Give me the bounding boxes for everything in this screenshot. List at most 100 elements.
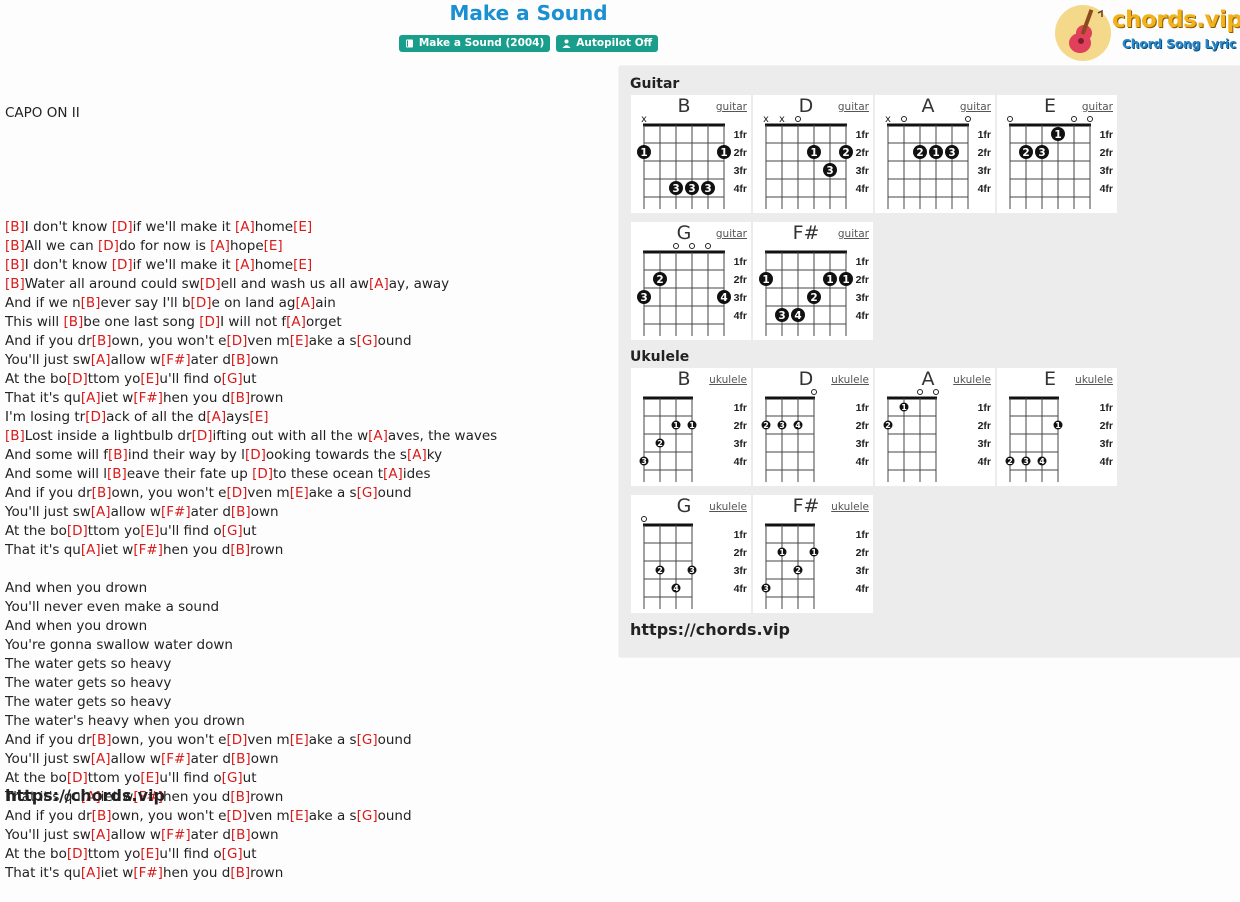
chord-link[interactable]: [D] <box>111 257 133 273</box>
instrument-link[interactable]: guitar <box>1081 101 1113 113</box>
chord-link[interactable]: [B] <box>230 789 251 805</box>
instrument-link[interactable]: ukulele <box>709 374 747 386</box>
chord-link[interactable]: [A] <box>90 827 111 843</box>
chord-link[interactable]: [A] <box>406 447 427 463</box>
chord-link[interactable]: [A] <box>286 314 306 330</box>
instrument-link[interactable]: ukulele <box>831 374 869 386</box>
chord-link[interactable]: [D] <box>66 371 88 387</box>
chord-link[interactable]: [F#] <box>160 504 191 520</box>
chord-link[interactable]: [D] <box>98 238 119 254</box>
chord-link[interactable]: [B] <box>230 504 251 520</box>
chord-link[interactable]: [B] <box>230 352 251 368</box>
chord-link[interactable]: [B] <box>80 295 101 311</box>
chord-link[interactable]: [A] <box>383 466 403 482</box>
chord-link[interactable]: [D] <box>66 770 88 786</box>
chord-link[interactable]: [E] <box>293 219 313 235</box>
chord-link[interactable]: [D] <box>226 485 248 501</box>
site-logo[interactable]: chords.vip Chord Song Lyric <box>1054 3 1240 63</box>
chord-link[interactable]: [F#] <box>133 865 163 881</box>
chord-link[interactable]: [B] <box>230 827 251 843</box>
chord-link[interactable]: [D] <box>191 428 213 444</box>
chord-link[interactable]: [B] <box>91 333 112 349</box>
site-url-panel[interactable]: https://chords.vip <box>630 620 790 639</box>
chord-link[interactable]: [E] <box>289 333 309 349</box>
chord-link[interactable]: [E] <box>263 238 283 254</box>
instrument-link[interactable]: ukulele <box>953 374 991 386</box>
chord-link[interactable]: [D] <box>199 276 221 292</box>
chord-link[interactable]: [G] <box>221 770 243 786</box>
chord-link[interactable]: [A] <box>235 257 255 273</box>
chord-link[interactable]: [B] <box>63 314 84 330</box>
chord-link[interactable]: [D] <box>190 295 212 311</box>
chord-link[interactable]: [B] <box>230 751 251 767</box>
chord-link[interactable]: [D] <box>66 846 88 862</box>
chord-link[interactable]: [F#] <box>133 542 163 558</box>
chord-link[interactable]: [D] <box>199 314 221 330</box>
chord-link[interactable]: [E] <box>249 409 269 425</box>
chord-link[interactable]: [D] <box>244 447 266 463</box>
chord-link[interactable]: [B] <box>5 238 25 254</box>
chord-link[interactable]: [F#] <box>160 751 191 767</box>
chord-link[interactable]: [E] <box>140 523 160 539</box>
site-url-footer[interactable]: https://chords.vip <box>5 786 165 805</box>
chord-link[interactable]: [D] <box>252 466 274 482</box>
autopilot-badge[interactable]: Autopilot Off <box>556 35 659 52</box>
chord-link[interactable]: [B] <box>5 276 25 292</box>
chord-link[interactable]: [E] <box>140 846 160 862</box>
chord-link[interactable]: [F#] <box>133 789 163 805</box>
chord-link[interactable]: [G] <box>356 333 378 349</box>
chord-link[interactable]: [A] <box>90 751 111 767</box>
chord-link[interactable]: [D] <box>226 333 248 349</box>
chord-link[interactable]: [G] <box>221 523 243 539</box>
instrument-link[interactable]: ukulele <box>831 501 869 513</box>
instrument-link[interactable]: ukulele <box>1075 374 1113 386</box>
chord-link[interactable]: [B] <box>230 542 251 558</box>
chord-link[interactable]: [D] <box>66 523 88 539</box>
chord-link[interactable]: [F#] <box>133 390 163 406</box>
chord-link[interactable]: [B] <box>91 732 112 748</box>
chord-link[interactable]: [A] <box>368 428 388 444</box>
chord-link[interactable]: [A] <box>368 276 389 292</box>
chord-link[interactable]: [A] <box>80 542 101 558</box>
chord-link[interactable]: [A] <box>80 865 101 881</box>
chord-link[interactable]: [E] <box>140 770 160 786</box>
chord-link[interactable]: [A] <box>210 238 230 254</box>
chord-link[interactable]: [A] <box>80 390 101 406</box>
chord-link[interactable]: [E] <box>140 371 160 387</box>
chord-link[interactable]: [G] <box>356 808 378 824</box>
chord-link[interactable]: [G] <box>356 485 378 501</box>
chord-link[interactable]: [F#] <box>160 827 191 843</box>
chord-link[interactable]: [A] <box>90 504 111 520</box>
chord-link[interactable]: [A] <box>90 352 111 368</box>
instrument-link[interactable]: guitar <box>837 101 869 113</box>
chord-link[interactable]: [B] <box>230 865 251 881</box>
chord-link[interactable]: [G] <box>221 371 243 387</box>
chord-link[interactable]: [A] <box>295 295 316 311</box>
chord-link[interactable]: [A] <box>80 789 101 805</box>
chord-link[interactable]: [B] <box>91 485 112 501</box>
chord-link[interactable]: [A] <box>235 219 255 235</box>
chord-link[interactable]: [E] <box>293 257 313 273</box>
chord-link[interactable]: [D] <box>226 808 248 824</box>
chord-link[interactable]: [G] <box>221 846 243 862</box>
chord-link[interactable]: [B] <box>91 808 112 824</box>
chord-link[interactable]: [E] <box>289 808 309 824</box>
chord-link[interactable]: [E] <box>289 485 309 501</box>
chord-link[interactable]: [B] <box>5 257 25 273</box>
instrument-link[interactable]: ukulele <box>709 501 747 513</box>
chord-link[interactable]: [B] <box>5 219 25 235</box>
chord-link[interactable]: [B] <box>107 466 127 482</box>
instrument-link[interactable]: guitar <box>837 228 869 240</box>
chord-link[interactable]: [D] <box>226 732 248 748</box>
